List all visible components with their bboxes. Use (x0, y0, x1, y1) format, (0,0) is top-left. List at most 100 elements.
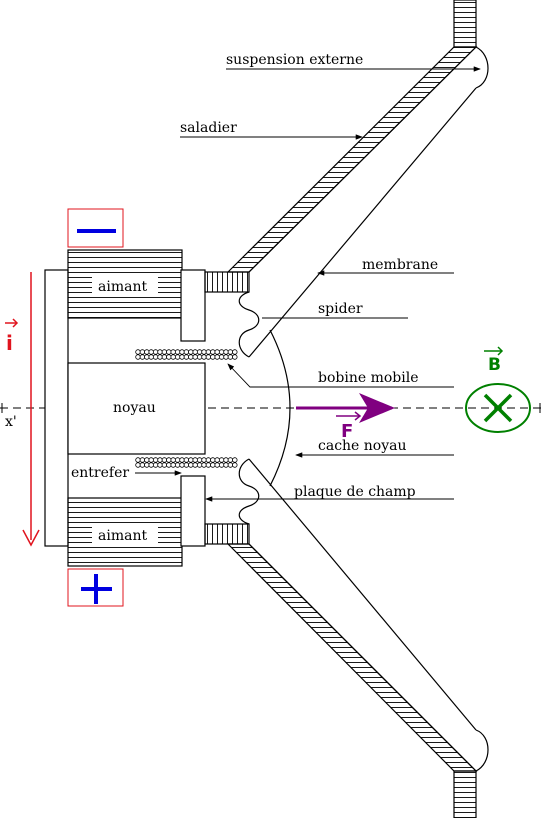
coil-turn (157, 349, 163, 355)
coil-turn (232, 462, 238, 468)
coil-turn (192, 462, 198, 468)
coil-turn (161, 349, 168, 355)
coil-turn (192, 349, 198, 355)
coil-turn (223, 462, 229, 468)
coil-turn (205, 462, 212, 468)
symmetry-axis (0, 403, 544, 413)
coil-turn (188, 349, 194, 355)
coil-turn (179, 457, 185, 463)
dust-cap (269, 329, 291, 487)
coil-turn (152, 349, 159, 355)
coil-turn (179, 462, 185, 468)
basket-bottom (226, 543, 478, 772)
coil-turn (139, 457, 146, 463)
coil-turn (174, 354, 181, 360)
coil-turn (227, 462, 234, 468)
coil-turn (157, 462, 163, 468)
coil-turn (157, 457, 163, 463)
label-bobine: bobine mobile (318, 370, 419, 386)
coil-turn (218, 462, 225, 468)
coil-turn (214, 349, 220, 355)
coil-turn (223, 349, 229, 355)
coil-turn (144, 462, 150, 468)
coil-turn (218, 354, 225, 360)
coil-turn (135, 462, 141, 468)
terminal-minus (67, 208, 124, 248)
coil-turn (166, 462, 172, 468)
coil-turn (144, 349, 150, 355)
coil-turn (183, 349, 190, 355)
coil-turn (139, 349, 146, 355)
coil-turn (210, 462, 216, 468)
coil-turn (201, 457, 207, 463)
coil-turn (196, 462, 203, 468)
label-aimant-bottom: aimant (98, 528, 147, 544)
coil-turn (192, 457, 198, 463)
coil-turn (214, 462, 220, 468)
coil-turn (135, 457, 141, 463)
coil-turn (179, 354, 185, 360)
coil-turn (227, 354, 234, 360)
coil-turn (196, 457, 203, 463)
coil-turn (170, 354, 176, 360)
core (67, 362, 206, 455)
coil-turn (148, 457, 154, 463)
field-symbol: B (484, 346, 504, 375)
coil-turn (152, 462, 159, 468)
label-cache: cache noyau (318, 438, 407, 454)
coil-turn (139, 462, 146, 468)
coil-turn (148, 354, 154, 360)
coil-turn (135, 354, 141, 360)
coil-turn (170, 462, 176, 468)
coil-turn (179, 349, 185, 355)
coil-turn (218, 457, 225, 463)
coil-turn (139, 354, 146, 360)
coil-turn (210, 349, 216, 355)
frame-mount-bottom (204, 523, 250, 545)
coil-turn (232, 349, 238, 355)
label-axis-left: x' (5, 414, 17, 430)
coil-turn (192, 354, 198, 360)
coil-turn (183, 457, 190, 463)
field-label: B (488, 355, 501, 375)
coil-turn (161, 457, 168, 463)
basket-top (226, 46, 478, 273)
field-into-page-icon (465, 383, 531, 433)
current-arrow (22, 272, 40, 547)
coil-turn (144, 457, 150, 463)
coil-turn (188, 354, 194, 360)
coil-turn (170, 457, 176, 463)
coil-turn (227, 457, 234, 463)
basket-rim-bottom (453, 770, 477, 818)
coil-turn (174, 349, 181, 355)
coil-turn (152, 457, 159, 463)
frame-mount-top (204, 271, 250, 293)
coil-turn (157, 354, 163, 360)
coil-turn (161, 354, 168, 360)
leader-lines (135, 66, 481, 502)
coil-turn (170, 349, 176, 355)
back-plate (44, 269, 69, 547)
coil-turn (174, 457, 181, 463)
coil-turn (232, 457, 238, 463)
coil-turn (210, 457, 216, 463)
label-entrefer: entrefer (71, 465, 129, 481)
current-label: i (6, 331, 13, 355)
terminal-plus (67, 568, 124, 607)
coil-turn (183, 462, 190, 468)
coil-turn (188, 457, 194, 463)
coil-turn (201, 354, 207, 360)
coil-turn (210, 354, 216, 360)
field-plate-top (180, 269, 206, 342)
coil-turn (148, 462, 154, 468)
coil-turn (218, 349, 225, 355)
force-label: F (341, 421, 353, 442)
membrane-cone (248, 46, 489, 772)
label-aimant-top: aimant (98, 279, 147, 295)
field-plate-bottom (180, 475, 206, 547)
coil-turn (148, 349, 154, 355)
coil-turn (227, 349, 234, 355)
coil-turn (144, 354, 150, 360)
voice-coil-top (135, 349, 238, 360)
coil-turn (201, 349, 207, 355)
